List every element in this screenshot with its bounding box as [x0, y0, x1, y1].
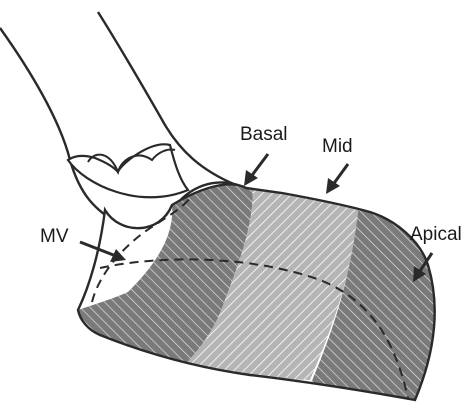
- apical-label: Apical: [410, 224, 462, 245]
- basal-arrow-icon: [244, 154, 268, 186]
- mid-arrow-icon: [326, 164, 348, 194]
- probe-tip: [68, 144, 188, 197]
- mv-label: MV: [40, 226, 69, 247]
- basal-label: Basal: [240, 124, 288, 145]
- mid-label: Mid: [322, 136, 353, 157]
